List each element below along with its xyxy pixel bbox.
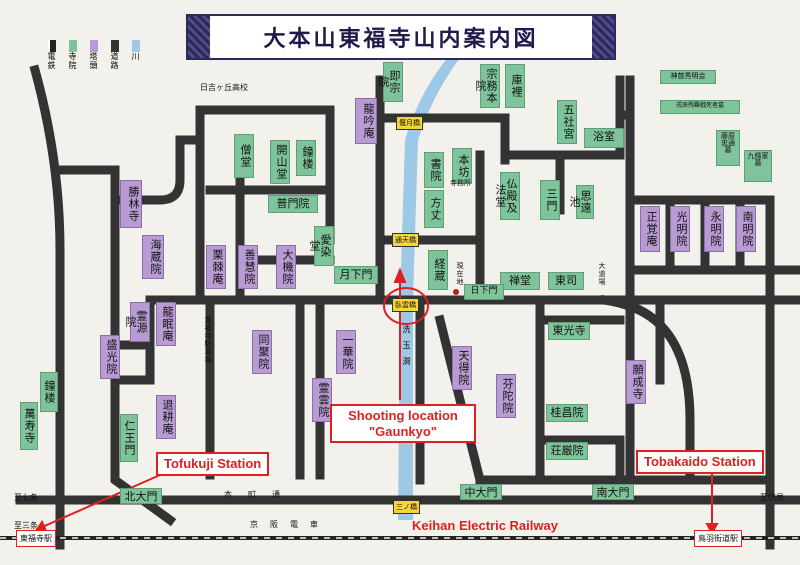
gekkamon-label: 月下門 (334, 266, 378, 284)
daiki-label: 大機院 (276, 245, 296, 289)
goshagu-label: 五社宮 (557, 100, 577, 144)
shoro-label: 鐘楼 (40, 372, 58, 412)
honmachi-dori-label: 本町通 (224, 490, 296, 499)
kitadaimon-label: 北大門 (120, 488, 162, 504)
shooting-location-line2: "Gaunkyo" (369, 423, 437, 439)
shion-pond-label: 思遠池 (568, 185, 594, 219)
kaizoin-label: 海蔵院 (142, 235, 164, 279)
toshi-label: 東司 (548, 272, 584, 290)
reiunin-label: 霊雲院 (312, 378, 332, 422)
tsutenkyo-bridge: 通天橋 (392, 233, 419, 247)
legend: 電鉄 寺院 塔頭 道路 川 (46, 40, 141, 70)
shorinji-label: 勝林寺 (120, 180, 142, 228)
hiyoshigaoka-school-label: 日吉ヶ丘高校 (200, 83, 248, 92)
tokoji-label: 東光寺 (548, 322, 590, 340)
title-pattern-left (188, 16, 210, 58)
tofukuji-station-annotation: Tofukuji Station (156, 452, 270, 476)
kyozo-label: 経蔵 (428, 250, 448, 290)
keihan-railway-annotation: Keihan Electric Railway (412, 518, 558, 533)
kuri-label: 庫裡 (505, 64, 525, 108)
taikoan-label: 退耕庵 (156, 395, 176, 439)
butsuden-label: 仏殿及法堂 (494, 172, 520, 220)
river (398, 55, 462, 520)
zenne-label: 善慧院 (238, 245, 258, 289)
tofukuji-station-box: 東福寺駅 (16, 530, 56, 547)
title-pattern-right (592, 16, 614, 58)
map-title: 大本山東福寺山内案内図 (263, 26, 539, 52)
dojo-label: 大道場 (598, 262, 606, 286)
eimeiin-label: 永明院 (704, 206, 724, 252)
to-shichijo-label: 至七条 (14, 493, 38, 502)
ichigein-label: 一華院 (336, 330, 356, 374)
soudou-label: 僧堂 (234, 134, 254, 178)
sokusoin-label: 即宗院 (377, 62, 403, 102)
dojuin-label: 同聚院 (252, 330, 272, 374)
keishoin-label: 桂昌院 (546, 404, 588, 422)
kurin-label: 栗棘庵 (206, 245, 226, 289)
shooting-location-line1: Shooting location (348, 408, 458, 423)
nakadaimon-label: 中大門 (460, 484, 502, 500)
nanmeiin-label: 南明院 (736, 206, 756, 252)
hojo-label: 方丈 (424, 190, 444, 228)
river-name-label: 洗玉澗 (402, 325, 411, 373)
honbo-label: 本坊 (452, 148, 472, 184)
legend-item-rail: 電鉄 (46, 40, 57, 70)
current-location-label: 現在地 (456, 262, 464, 286)
parking-label: 東福寺駐車場 (204, 316, 212, 364)
saikoin-label: 盛光院 (100, 335, 120, 379)
ryugan-label: 龍眠庵 (156, 302, 176, 346)
gaunkyo-bridge: 臥雲橋 (392, 298, 419, 312)
to-fushimi-label: 至伏見 (760, 493, 784, 502)
fujiwara-tomb-label: 藤原忠通墓 (716, 130, 740, 166)
legend-item-river: 川 (130, 40, 141, 70)
legend-item-temple: 寺院 (67, 40, 78, 70)
shinmei-label: 神慈秀明会 (660, 70, 716, 84)
current-location-marker (453, 289, 459, 295)
minamidaimon-label: 南大門 (592, 484, 634, 500)
nichigemon-label: 日下門 (464, 284, 504, 300)
tentokuin-label: 天得院 (452, 346, 472, 390)
ganjoji-label: 願成寺 (626, 360, 646, 404)
zendo-label: 禅堂 (500, 272, 540, 290)
gaunkyo-highlight (383, 287, 429, 325)
legend-item-subtemple: 塔頭 (88, 40, 99, 70)
shooting-location-annotation: Shooting location "Gaunkyo" (330, 404, 476, 444)
map-title-box: 大本山東福寺山内案内図 (186, 14, 616, 60)
to-sanjo-label: 至三条 (14, 521, 38, 530)
fundain-label: 芬陀院 (496, 374, 516, 418)
war-dead-tomb-label: 戎辰殉難戦死者墓 (660, 100, 740, 114)
sogonin-label: 荘厳院 (546, 442, 588, 460)
fumonin-label: 普門院 (268, 195, 318, 213)
sanmon-label: 三門 (540, 180, 560, 220)
shoin-label: 書院 (424, 152, 444, 188)
manjuji-label: 萬寿寺 (20, 402, 38, 450)
tobakaido-station-annotation: Tobakaido Station (636, 450, 764, 474)
niomon-label: 仁王門 (120, 414, 138, 462)
shokakuan-label: 正覚庵 (640, 206, 660, 252)
kaisando-label: 開山堂 (270, 140, 290, 184)
office-label: 寺務所 (450, 179, 471, 187)
annotation-arrows (34, 267, 719, 536)
shuumu-label: 宗務本院 (474, 64, 500, 108)
aizendo-label: 愛染堂 (308, 226, 334, 266)
kujo-tomb-label: 九條家墓 (744, 150, 772, 182)
sannohashi-bridge: 三ノ橋 (393, 500, 420, 514)
tobakaido-station-box: 鳥羽街道駅 (694, 530, 742, 547)
yokushitsu-label: 浴室 (584, 128, 624, 148)
komyoin-label: 光明院 (670, 206, 690, 252)
reigenin-label: 霊源院 (124, 302, 150, 342)
ryoginan-label: 龍吟庵 (355, 98, 377, 144)
engetsukyo-bridge: 偃月橋 (396, 116, 423, 130)
shomon-gate-label: 鐘楼 (296, 140, 316, 176)
keihan-train-label: 京阪電車 (250, 520, 330, 529)
legend-item-road: 道路 (109, 40, 120, 70)
